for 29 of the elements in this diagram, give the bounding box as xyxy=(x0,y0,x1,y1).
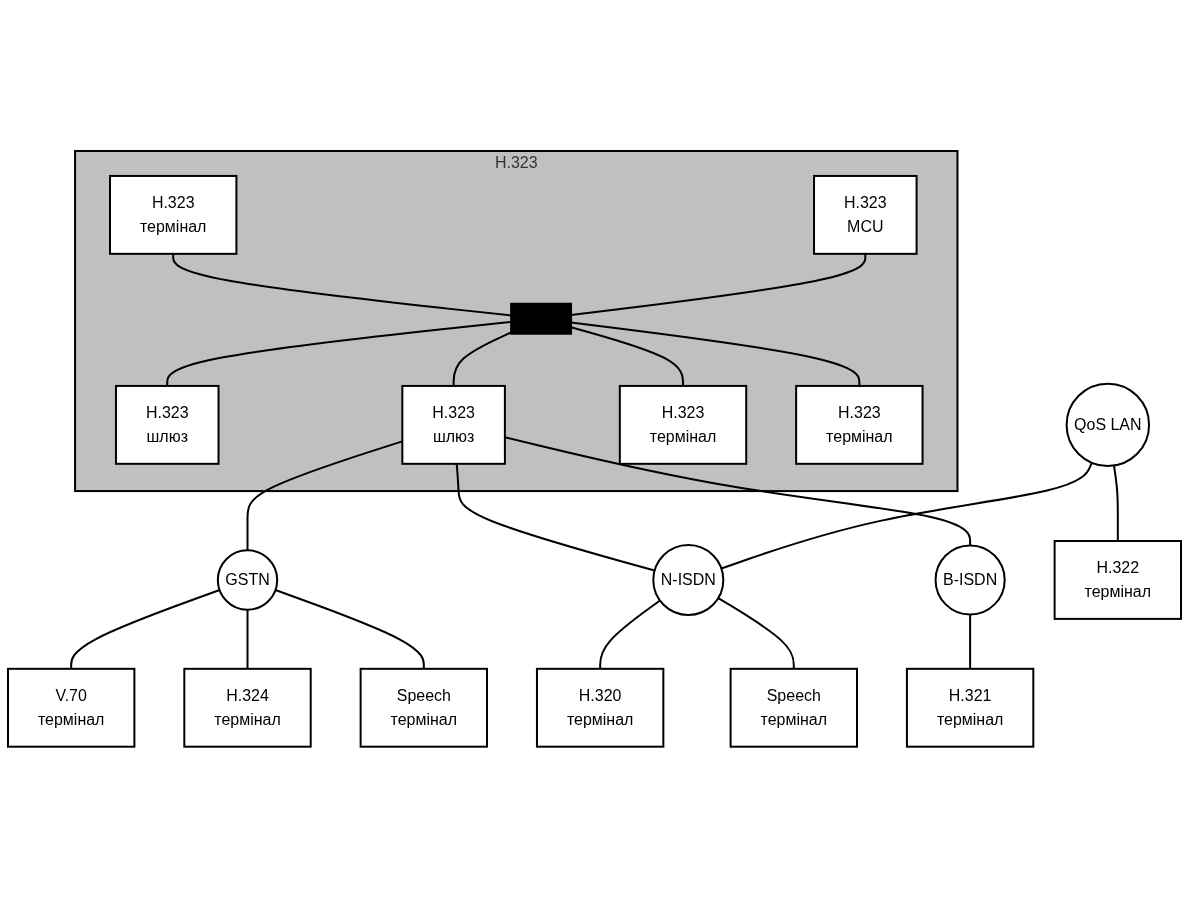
node-box: H.324 термінал xyxy=(183,667,312,748)
node-box: H.323 MCU xyxy=(813,174,918,255)
node-circle: N-ISDN xyxy=(652,543,725,616)
node-box: H.323 термінал xyxy=(795,384,924,465)
connector xyxy=(274,588,425,670)
connector xyxy=(599,599,661,670)
connector xyxy=(70,588,221,670)
connector xyxy=(455,462,656,572)
node-circle: QoS LAN xyxy=(1065,382,1151,467)
node-box: H.323 термінал xyxy=(109,174,238,255)
connector xyxy=(1112,464,1119,542)
node-box: H.323 шлюз xyxy=(114,384,220,465)
node-box: H.321 термінал xyxy=(905,667,1035,748)
node-box: V.70 термінал xyxy=(7,667,136,748)
node-circle: GSTN xyxy=(216,548,279,611)
node-box: H.323 термінал xyxy=(618,384,748,465)
node-box: Speech термінал xyxy=(729,667,858,748)
node-box: H.322 термінал xyxy=(1053,539,1182,620)
node-box: H.323 шлюз xyxy=(401,384,506,465)
connector xyxy=(717,596,795,670)
node-bar xyxy=(510,302,573,335)
connector xyxy=(720,461,1093,570)
connector xyxy=(452,331,513,387)
connector xyxy=(246,608,249,670)
connector xyxy=(166,320,513,387)
node-box: Speech термінал xyxy=(359,667,488,748)
node-box: H.320 термінал xyxy=(535,667,665,748)
node-circle: B-ISDN xyxy=(934,544,1006,616)
connector xyxy=(969,613,972,670)
